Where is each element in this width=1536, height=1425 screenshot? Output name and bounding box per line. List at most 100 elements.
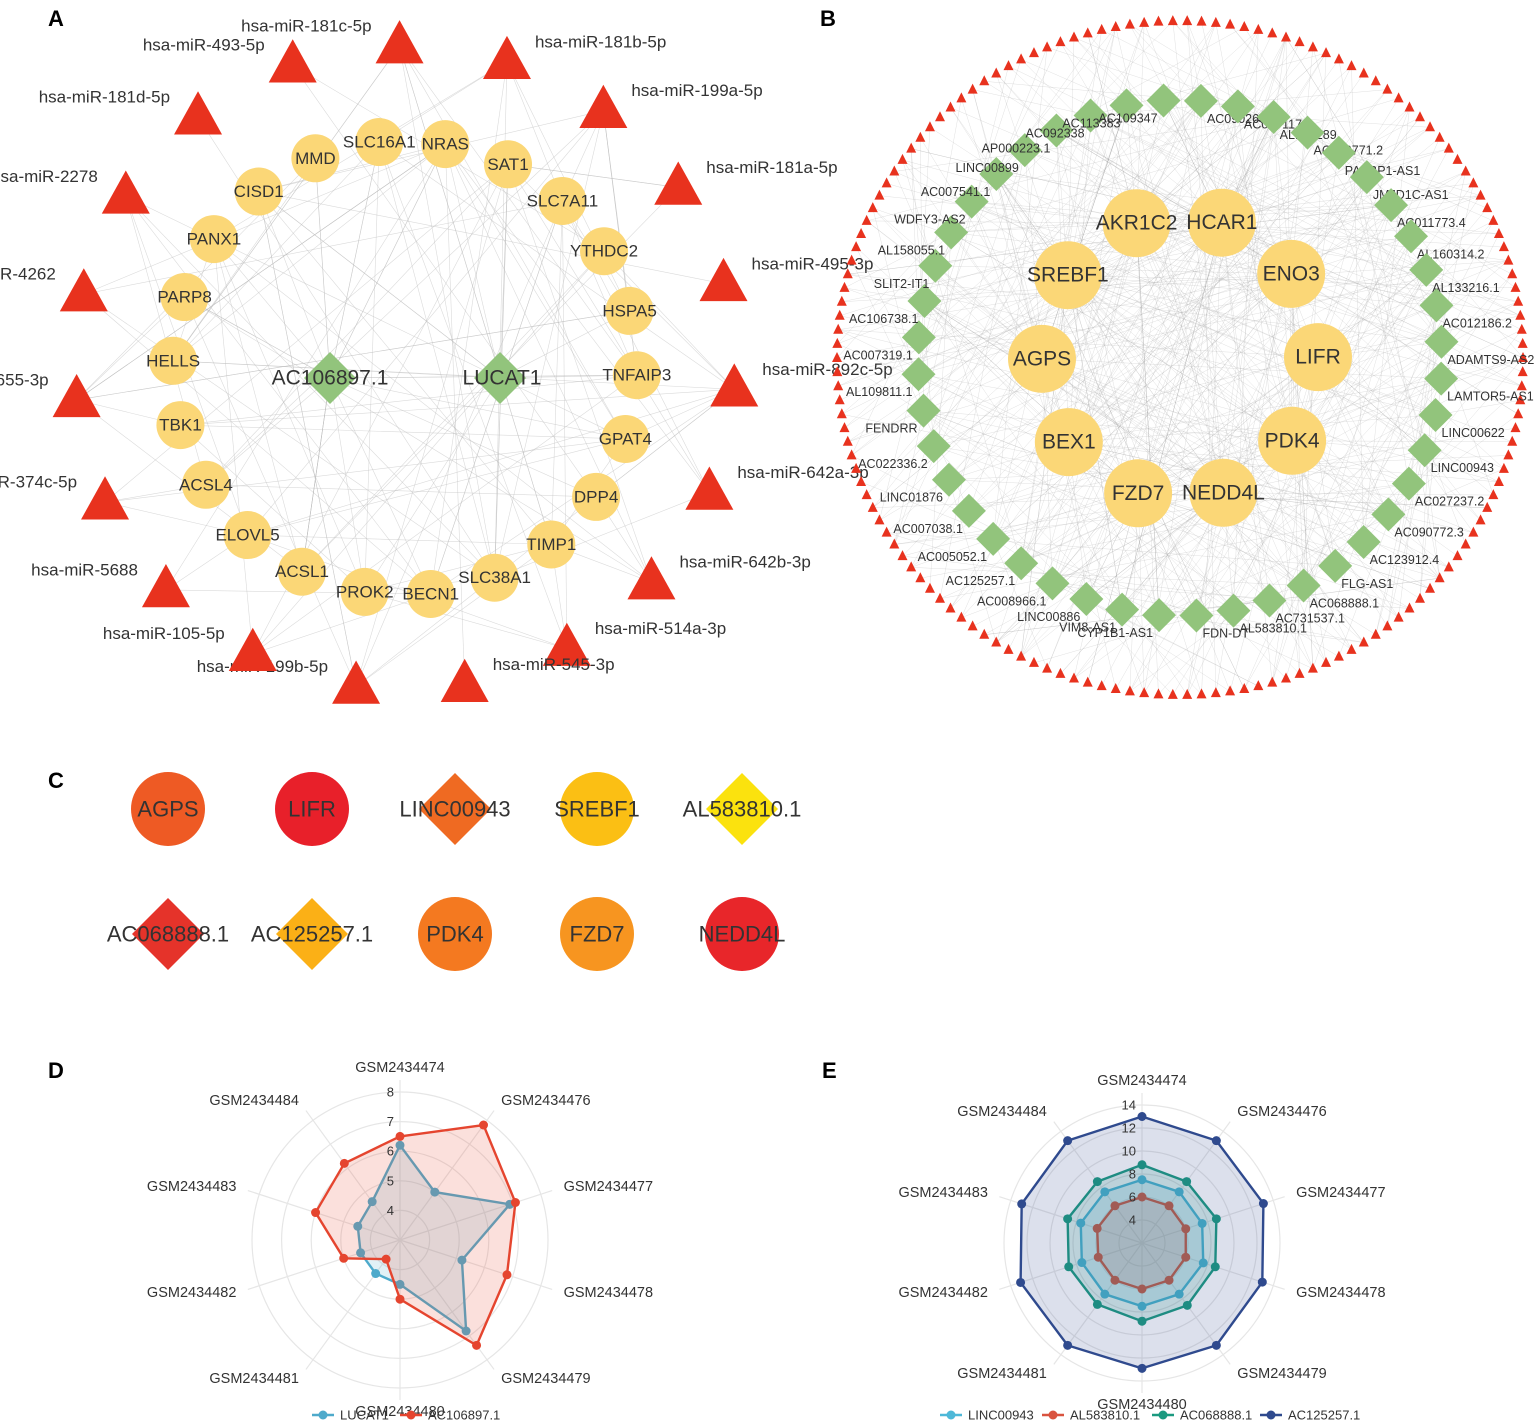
edge (165, 143, 446, 591)
hub-node-label: AGPS (137, 797, 198, 822)
lncrna-label: FDN-DT (1202, 626, 1249, 640)
edge (1291, 440, 1327, 663)
edge (1067, 37, 1075, 276)
lncrna-node (1252, 583, 1287, 618)
edge (939, 514, 1389, 599)
mrna-node (605, 286, 654, 335)
edge (1292, 440, 1513, 442)
mirna-node (1434, 131, 1445, 142)
mirna-node (839, 281, 850, 292)
mrna-node (340, 567, 389, 616)
edge (1272, 357, 1319, 683)
hub-node-circle (275, 772, 349, 846)
mirna-node (268, 39, 317, 83)
mirna-node (979, 628, 990, 639)
hub-node-label: SREBF1 (554, 797, 640, 822)
mrna-label: ELOVL5 (215, 526, 279, 545)
mirna-node (1082, 676, 1093, 687)
edge (1121, 222, 1223, 610)
mirna-label: hsa-miR-5688 (31, 560, 138, 579)
edge (1223, 450, 1425, 493)
mrna-label: TIMP1 (526, 535, 576, 554)
panel-d-radar-chart: 45678GSM2434474GSM2434476GSM2434477GSM24… (147, 1060, 653, 1423)
edge (172, 45, 400, 361)
edge (1073, 440, 1293, 679)
lncrna-label: AC027237.2 (1415, 495, 1485, 509)
data-point (510, 1197, 520, 1207)
mrna-label: SAT1 (487, 155, 528, 174)
hub-node-diamond (419, 773, 491, 845)
mirna-node (1096, 680, 1107, 691)
category-label: GSM2434483 (147, 1179, 236, 1195)
edge (1052, 583, 1410, 609)
mirna-node (1055, 36, 1066, 47)
mirna-node (839, 422, 850, 433)
edge (872, 208, 1043, 359)
edge (258, 191, 724, 285)
edge (972, 492, 1224, 627)
mirna-node (1513, 408, 1524, 419)
edge (1068, 442, 1234, 611)
edge (837, 269, 1427, 373)
data-point (1198, 1258, 1208, 1268)
edge (1060, 492, 1224, 674)
edge (866, 100, 1202, 496)
mirna-node (1404, 101, 1415, 112)
mirna-node (1488, 214, 1499, 225)
hub-node-diamond (276, 898, 348, 970)
edge (933, 357, 1319, 447)
edge (1196, 615, 1313, 669)
edge (364, 591, 567, 649)
data-point (1137, 1316, 1147, 1326)
edge (951, 98, 1399, 233)
edge (1041, 236, 1412, 359)
mirna-node (1516, 380, 1527, 391)
data-point (353, 1221, 363, 1231)
mirna-node (1498, 241, 1509, 252)
data-point (1093, 1252, 1103, 1262)
mirna-node (832, 352, 842, 362)
edge (1172, 20, 1442, 342)
mirna-node (627, 556, 676, 600)
lncrna-node (1256, 100, 1291, 135)
edge (184, 296, 652, 583)
edge (378, 141, 495, 578)
mirna-node (1452, 550, 1463, 561)
edge (902, 159, 1137, 224)
mrna-node (181, 460, 230, 509)
edge (1158, 468, 1504, 616)
lncrna-node (1035, 566, 1070, 601)
edge (911, 567, 1304, 586)
edge (1285, 236, 1412, 679)
edge (911, 148, 1222, 223)
mirna-label: hsa-miR-892c-5p (762, 360, 892, 379)
mirna-node (1139, 687, 1150, 698)
mrna-label: PDK4 (1265, 429, 1320, 452)
data-point (457, 1255, 467, 1265)
edge (993, 492, 1224, 540)
edge (1291, 273, 1505, 469)
data-point (1016, 1277, 1026, 1287)
mirna-node (867, 202, 878, 213)
edge (562, 200, 568, 649)
edge (1041, 358, 1304, 586)
mirna-node (1425, 121, 1436, 132)
data-point (1137, 1160, 1147, 1170)
mirna-node (1414, 592, 1425, 603)
edge (1221, 222, 1437, 306)
edge (1312, 47, 1425, 451)
lncrna-label: AC106897.1 (272, 367, 389, 390)
mirna-label: hsa-miR-374c-5p (0, 473, 77, 492)
edge (841, 222, 1222, 415)
edge (1041, 47, 1314, 359)
edge (494, 492, 710, 578)
mrna-node (601, 414, 650, 463)
grid-spoke (305, 1110, 401, 1241)
data-point (395, 1294, 405, 1304)
lncrna-node (979, 157, 1014, 192)
mirna-node (1460, 165, 1471, 176)
mirna-node (1028, 656, 1039, 667)
mirna-node (945, 101, 956, 112)
lncrna-node (304, 352, 356, 404)
edge (1121, 222, 1223, 610)
